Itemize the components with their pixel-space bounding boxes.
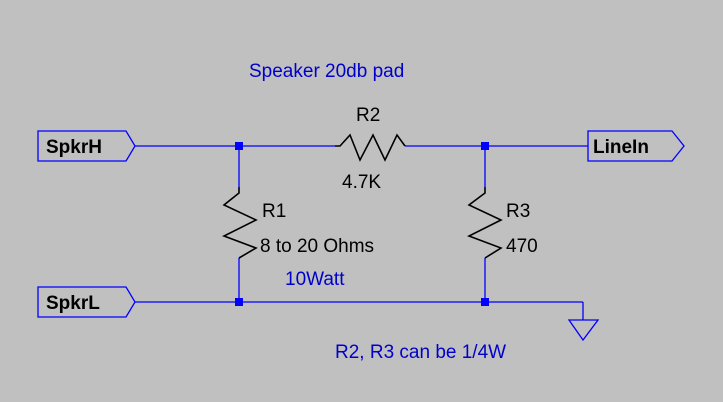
r3-ref-label: R3 (506, 201, 530, 222)
port-spkrh-label: SpkrH (46, 137, 102, 158)
r2-value-label: 4.7K (342, 172, 381, 193)
diagram-title: Speaker 20db pad (249, 61, 404, 82)
resistor-r1 (222, 187, 258, 259)
r2-ref-label: R2 (356, 105, 380, 126)
port-spkrl: SpkrL (37, 286, 136, 318)
port-linein: LineIn (587, 130, 685, 162)
resistor-r3 (467, 187, 503, 259)
junction-dot-bottom-right (481, 298, 489, 306)
junction-dot-top-right (481, 142, 489, 150)
power-note: R2, R3 can be 1/4W (335, 342, 506, 363)
port-spkrh: SpkrH (37, 130, 136, 162)
junction-dot-top-left (235, 142, 243, 150)
r1-value-label: 8 to 20 Ohms (260, 236, 374, 257)
ground-icon (567, 319, 600, 342)
r1-ref-label: R1 (262, 201, 286, 222)
port-spkrl-label: SpkrL (46, 293, 100, 314)
r3-value-label: 470 (506, 236, 538, 257)
junction-dot-bottom-left (235, 298, 243, 306)
port-linein-label: LineIn (593, 137, 649, 158)
resistor-r2 (335, 133, 406, 162)
r1-rating-label: 10Watt (285, 269, 345, 290)
